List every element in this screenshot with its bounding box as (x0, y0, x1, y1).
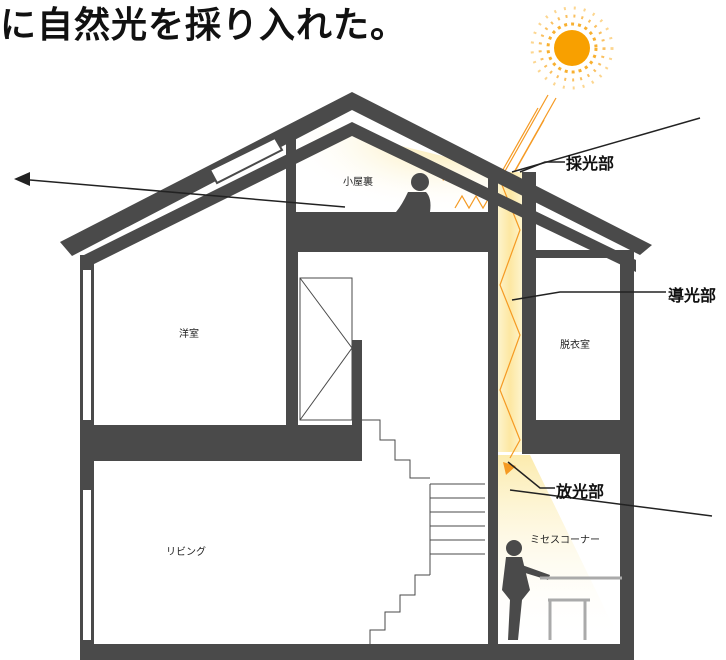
roof-window (208, 136, 284, 185)
sunlight-rays (495, 94, 557, 184)
room-living: リビング (166, 547, 206, 558)
left-window-upper (83, 270, 91, 420)
room-dressing: 脱衣室 (560, 340, 590, 351)
label-emit: 放光部 (556, 482, 605, 501)
label-guide: 導光部 (668, 286, 717, 305)
pointer-lines (29, 117, 713, 517)
loft-light (295, 120, 500, 212)
corner-light (498, 455, 620, 640)
desk (540, 576, 622, 640)
loft-partition (286, 130, 296, 220)
stair-post (352, 340, 362, 430)
right-wall (620, 255, 634, 655)
central-wall (286, 250, 298, 425)
second-floor-slab (80, 425, 362, 461)
loft-floor (286, 212, 498, 252)
label-intake: 採光部 (566, 154, 615, 173)
stairs (362, 419, 485, 644)
corner-person-icon (502, 540, 550, 640)
light-zigzag (499, 179, 521, 459)
page-title: に自然光を採り入れた。 (0, 5, 408, 46)
second-floor-slab-right (522, 420, 634, 454)
room-loft: 小屋裏 (343, 177, 373, 188)
corner-wall (488, 455, 498, 645)
dressing-ceiling (522, 250, 634, 258)
left-arrow-icon (14, 172, 30, 186)
loft-person-icon (396, 173, 431, 212)
light-shaft (498, 172, 522, 452)
door (299, 277, 353, 421)
ground-floor (80, 644, 634, 660)
sun-icon (530, 6, 614, 90)
room-western: 洋室 (179, 329, 199, 340)
left-window-lower (83, 490, 91, 640)
shaft-wall-left (488, 172, 498, 456)
room-corner: ミセスコーナー (530, 535, 600, 546)
